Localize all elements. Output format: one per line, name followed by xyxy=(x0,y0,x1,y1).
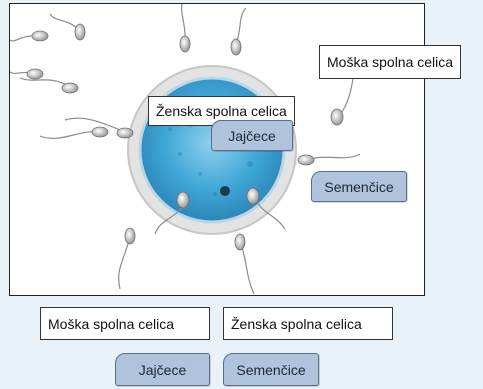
male-cell-label-on-image: Moška spolna celica xyxy=(319,45,462,79)
chip-egg-placed[interactable]: Jajčece xyxy=(211,120,293,151)
female-cell-label[interactable]: Ženska spolna celica xyxy=(223,307,393,340)
chip-egg[interactable]: Jajčece xyxy=(115,353,210,386)
chip-sperm[interactable]: Semenčice xyxy=(223,353,319,386)
chip-sperm-placed[interactable]: Semenčice xyxy=(311,171,407,202)
male-cell-label[interactable]: Moška spolna celica xyxy=(40,307,210,340)
